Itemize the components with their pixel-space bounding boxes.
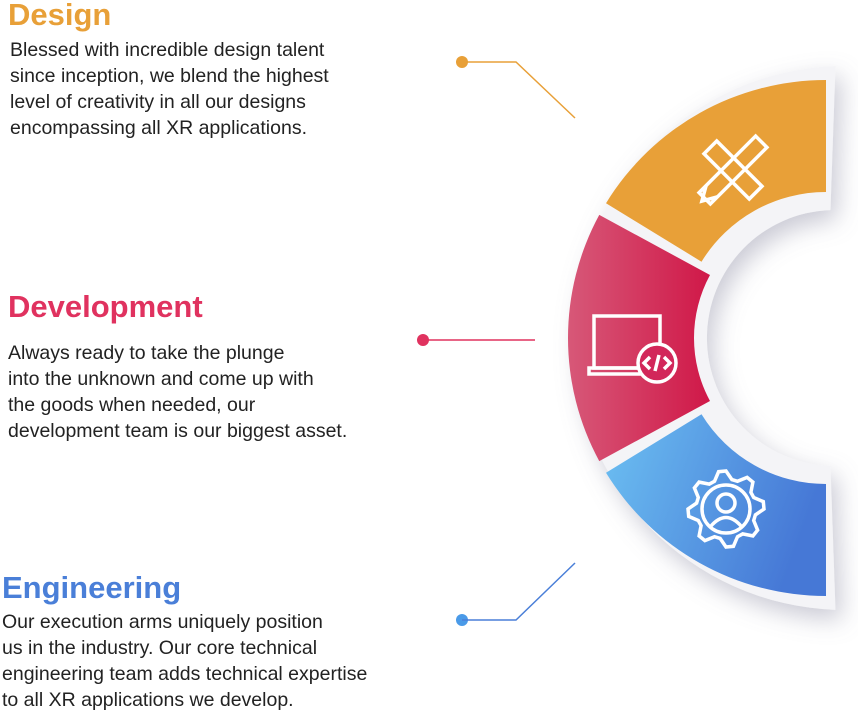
development-description: Always ready to take the plunge into the… (8, 342, 348, 442)
design-description: Blessed with incredible design talent si… (10, 39, 329, 139)
development-segment (568, 214, 710, 462)
engineering-title: Engineering (2, 570, 182, 605)
design-segment (606, 80, 826, 262)
gear-user-icon (686, 469, 766, 549)
design-title: Design (8, 0, 112, 32)
development-connector (417, 334, 535, 346)
engineering-description: Our execution arms uniquely position us … (2, 611, 368, 711)
design-connector (456, 56, 576, 119)
development-title: Development (8, 289, 203, 324)
pencil-ruler-icon (696, 133, 770, 207)
laptop-code-icon (587, 314, 678, 384)
engineering-connector (456, 562, 576, 626)
